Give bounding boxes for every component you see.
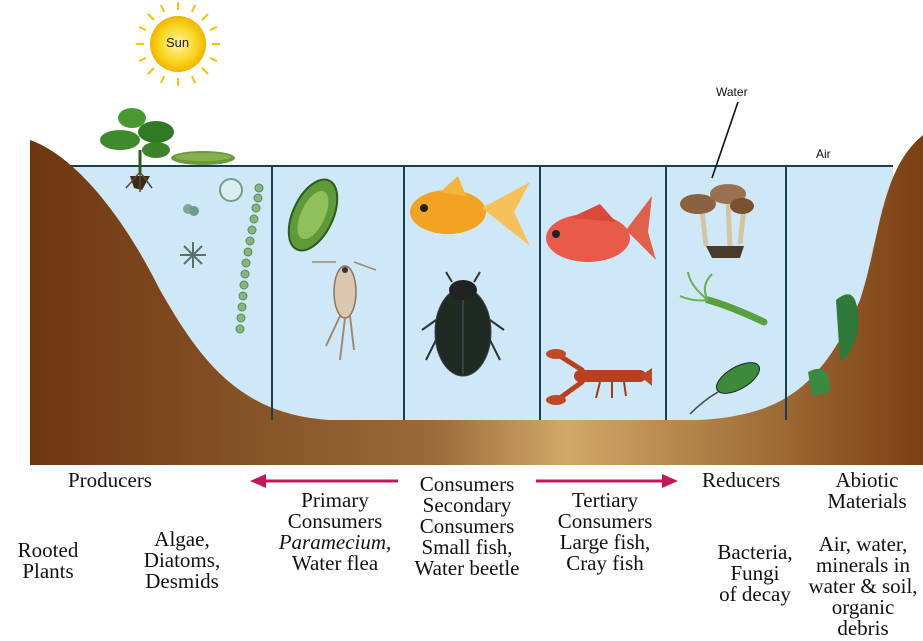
primary-example: Water flea bbox=[270, 553, 400, 574]
abiotic-label: Abiotic Materials bbox=[812, 470, 922, 512]
secondary-line-4: Water beetle bbox=[402, 558, 532, 579]
primary-line-2: Consumers bbox=[270, 511, 400, 532]
abiotic-ex-line-1: Air, water, bbox=[804, 534, 922, 555]
water-label: Water bbox=[716, 86, 748, 98]
producers-label: Producers bbox=[68, 470, 152, 491]
algae-mat-icon bbox=[171, 151, 235, 165]
rooted-line-1: Rooted bbox=[10, 540, 86, 561]
algae-line-3: Desmids bbox=[132, 571, 232, 592]
arrow-right bbox=[536, 474, 678, 488]
tertiary-consumers-label: Tertiary Consumers Large fish, Cray fish bbox=[540, 490, 670, 574]
air-label: Air bbox=[816, 148, 831, 160]
primary-consumers-label: Primary Consumers Paramecium, Water flea bbox=[270, 490, 400, 574]
abiotic-ex-line-2: minerals in bbox=[804, 555, 922, 576]
reducers-examples-label: Bacteria, Fungi of decay bbox=[700, 542, 810, 605]
abiotic-line-1: Abiotic bbox=[812, 470, 922, 491]
primary-line-1: Primary bbox=[270, 490, 400, 511]
tertiary-line-4: Cray fish bbox=[540, 553, 670, 574]
tertiary-line-3: Large fish, bbox=[540, 532, 670, 553]
algae-label: Algae, Diatoms, Desmids bbox=[132, 529, 232, 592]
abiotic-line-2: Materials bbox=[812, 491, 922, 512]
secondary-line-2: Consumers bbox=[402, 516, 532, 537]
rooted-line-2: Plants bbox=[10, 561, 86, 582]
abiotic-ex-line-3: water & soil, bbox=[804, 576, 922, 597]
reducers-ex-line-3: of decay bbox=[700, 584, 810, 605]
rooted-plants-label: Rooted Plants bbox=[10, 540, 86, 582]
reducers-ex-line-1: Bacteria, bbox=[700, 542, 810, 563]
sun-label: Sun bbox=[166, 35, 189, 50]
reducers-label: Reducers bbox=[702, 470, 780, 491]
secondary-line-3: Small fish, bbox=[402, 537, 532, 558]
algae-line-2: Diatoms, bbox=[132, 550, 232, 571]
tertiary-line-1: Tertiary bbox=[540, 490, 670, 511]
reducers-ex-line-2: Fungi bbox=[700, 563, 810, 584]
abiotic-ex-line-4: organic bbox=[804, 597, 922, 618]
abiotic-ex-line-5: debris bbox=[804, 618, 922, 639]
tertiary-line-2: Consumers bbox=[540, 511, 670, 532]
arrow-left bbox=[250, 474, 398, 488]
secondary-line-1: Secondary bbox=[402, 495, 532, 516]
primary-example-italic: Paramecium, bbox=[270, 532, 400, 553]
abiotic-examples-label: Air, water, minerals in water & soil, or… bbox=[804, 534, 922, 639]
secondary-consumers-label: Consumers Secondary Consumers Small fish… bbox=[402, 474, 532, 579]
consumers-heading: Consumers bbox=[402, 474, 532, 495]
algae-line-1: Algae, bbox=[132, 529, 232, 550]
